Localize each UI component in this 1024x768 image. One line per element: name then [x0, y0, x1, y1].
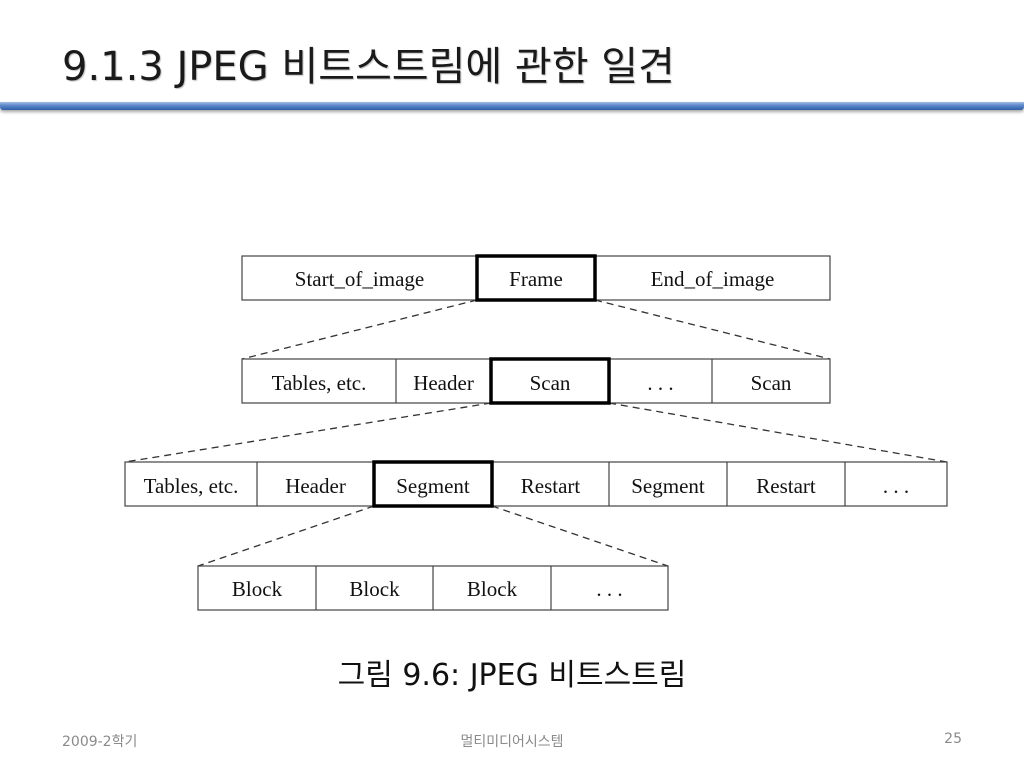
cell-restart: Restart	[521, 474, 581, 498]
cell-segment: Segment	[396, 474, 470, 498]
cell-block: Block	[349, 577, 400, 601]
row-segment-level: Tables, etc. Header Segment Restart Segm…	[124, 460, 948, 508]
highlight-frame-cell	[475, 254, 597, 302]
title-underline	[0, 102, 1024, 110]
cell-tables: Tables, etc.	[272, 371, 367, 395]
highlight-segment-cell	[372, 460, 494, 508]
footer-page-number: 25	[944, 731, 962, 747]
row-frame-level: Start_of_image Frame End_of_image	[241, 254, 831, 302]
footer-course: 멀티미디어시스템	[460, 734, 564, 750]
cell-frame: Frame	[509, 267, 563, 291]
cell-end-of-image: End_of_image	[651, 267, 775, 291]
cell-ellipsis: . . .	[647, 371, 673, 395]
dashed-line	[608, 402, 948, 463]
cell-scan: Scan	[530, 371, 571, 395]
dashed-line	[491, 505, 669, 567]
cell-restart: Restart	[756, 474, 816, 498]
cell-header: Header	[285, 474, 346, 498]
cell-ellipsis: . . .	[883, 474, 909, 498]
dashed-line	[124, 402, 492, 463]
cell-start-of-image: Start_of_image	[295, 267, 424, 291]
dashed-line	[241, 299, 478, 360]
cell-scan: Scan	[751, 371, 792, 395]
row-scan-level: Tables, etc. Header Scan . . . Scan	[241, 357, 831, 405]
row-outline	[241, 358, 831, 404]
figure-caption: 그림 9.6: JPEG 비트스트림	[337, 658, 687, 693]
cell-header: Header	[413, 371, 474, 395]
cell-tables: Tables, etc.	[144, 474, 239, 498]
slide-title: 9.1.3 JPEG 비트스트림에 관한 일견	[62, 44, 675, 90]
expansion-lines	[124, 299, 948, 567]
highlight-scan-cell	[489, 357, 611, 405]
footer-semester: 2009-2학기	[62, 734, 138, 750]
row-outline	[124, 461, 948, 507]
cell-block: Block	[467, 577, 518, 601]
dashed-line	[594, 299, 831, 360]
dashed-line	[197, 505, 375, 567]
cell-block: Block	[232, 577, 283, 601]
cell-ellipsis: . . .	[596, 577, 622, 601]
row-block-level: Block Block Block . . .	[197, 565, 669, 611]
cell-segment: Segment	[631, 474, 705, 498]
